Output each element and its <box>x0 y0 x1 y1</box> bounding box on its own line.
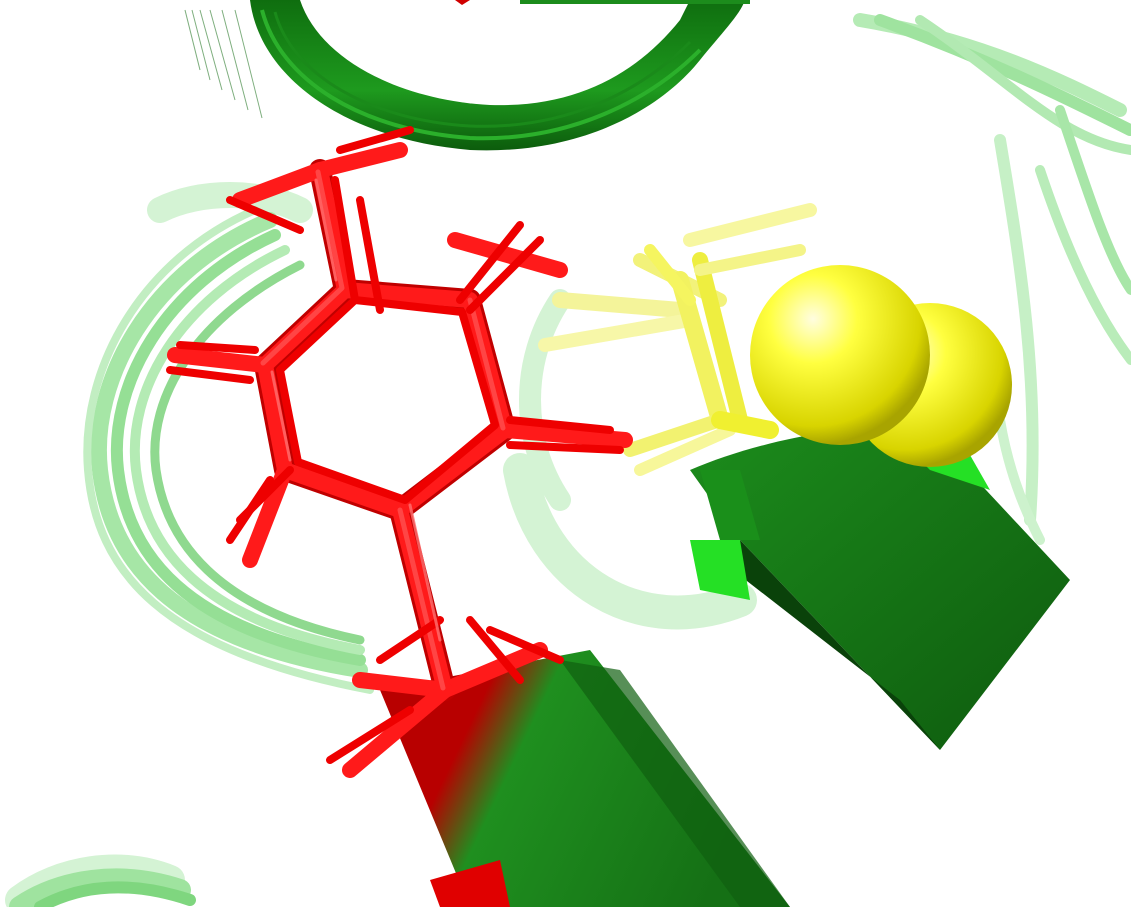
strand-bottom <box>380 650 790 907</box>
sulfur-spheres <box>750 265 1012 467</box>
loop-bundle-left <box>83 206 374 694</box>
faint-lines <box>184 9 263 119</box>
strand-right <box>690 420 1070 750</box>
helix-top <box>250 0 750 151</box>
red-residue-highlights <box>270 178 442 642</box>
loop-bundle-right <box>853 13 1131 545</box>
red-residue-sticks <box>166 126 633 778</box>
loop-bottom-left <box>9 868 196 907</box>
yellow-residue-sticks <box>538 203 817 476</box>
